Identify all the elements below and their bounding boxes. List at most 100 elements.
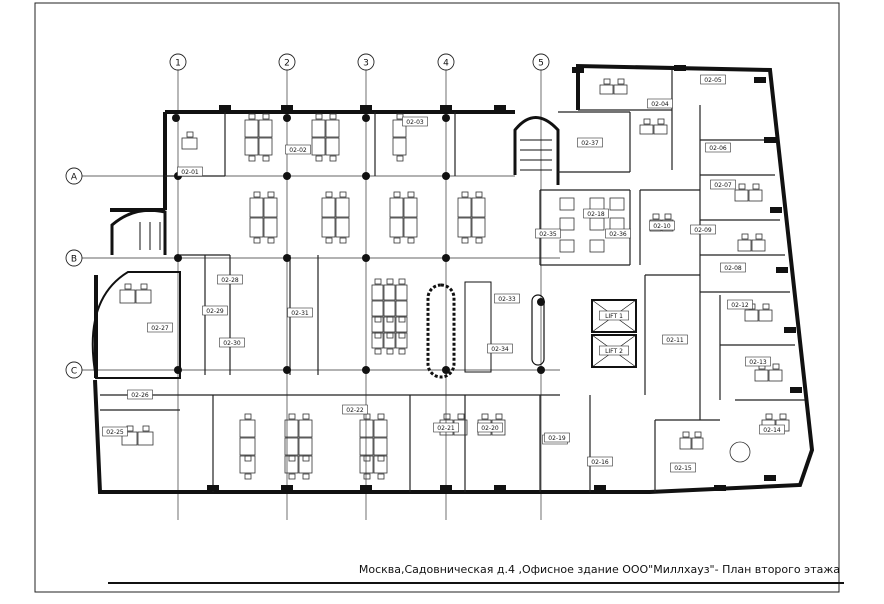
desk	[371, 300, 384, 317]
facade-pier	[776, 267, 788, 273]
room-label: 02-10	[653, 223, 671, 230]
desk	[395, 332, 408, 349]
chair	[475, 191, 483, 198]
desk	[284, 437, 299, 456]
facade-pier	[281, 105, 293, 111]
room-tag: 02-30	[219, 337, 245, 348]
desk	[371, 316, 384, 333]
room-tag: 02-35	[535, 228, 561, 239]
room-tag: 02-13	[745, 356, 771, 367]
chair	[765, 413, 773, 420]
desk	[335, 217, 350, 238]
room-tag: 02-12	[727, 299, 753, 310]
drawing-caption: Москва,Садовническая д.4 ,Офисное здание…	[358, 563, 840, 576]
facade-pier	[674, 65, 686, 71]
chair	[339, 191, 347, 198]
column	[442, 366, 450, 374]
desk	[359, 437, 374, 456]
desk	[679, 437, 692, 450]
chair	[386, 332, 394, 339]
axis-bubble-row: B	[65, 249, 83, 267]
desk	[298, 455, 313, 474]
room-tag: 02-25	[102, 426, 128, 437]
chair	[398, 278, 406, 285]
wc-cubicle	[589, 197, 605, 211]
room-tag: 02-02	[285, 144, 311, 155]
room-tag: 02-19	[544, 432, 570, 443]
desk	[383, 300, 396, 317]
column	[283, 172, 291, 180]
chair	[443, 413, 451, 420]
facade-pier	[360, 485, 372, 491]
desk	[754, 369, 769, 382]
room-tag: 02-37	[577, 137, 603, 148]
chair	[244, 455, 252, 462]
axis-label: A	[71, 173, 78, 183]
facade-pier	[572, 67, 584, 73]
chair	[140, 283, 148, 290]
chair	[262, 155, 270, 162]
room-label: 02-37	[581, 140, 599, 147]
wc-cubicle	[559, 197, 575, 211]
room-tag: 02-06	[705, 142, 731, 153]
chair	[393, 237, 401, 244]
room-tag: 02-36	[605, 228, 631, 239]
wc-cubicle	[559, 217, 575, 231]
room-tag: 02-04	[647, 98, 673, 109]
desk	[383, 332, 396, 349]
desk	[389, 217, 404, 238]
chair	[244, 473, 252, 480]
room-tag: 02-31	[287, 307, 313, 318]
partitions	[100, 70, 805, 492]
desk	[392, 119, 407, 138]
room-label: 02-02	[289, 147, 307, 154]
chair	[461, 237, 469, 244]
chair	[481, 413, 489, 420]
axis-bubble-column: 5	[532, 53, 550, 71]
chair	[603, 78, 611, 85]
wc-cubicle	[609, 197, 625, 211]
axis-bubble-column: 4	[437, 53, 455, 71]
column	[174, 254, 182, 262]
room-tag: 02-03	[402, 116, 428, 127]
desk	[599, 84, 614, 95]
chair	[682, 431, 690, 438]
desk	[371, 332, 384, 349]
room-label: 02-21	[437, 425, 455, 432]
room-tag: 02-05	[700, 74, 726, 85]
chair	[288, 455, 296, 462]
axis-label: 3	[363, 59, 369, 69]
stair-core	[110, 116, 560, 255]
lift-shafts	[591, 299, 637, 368]
room-tag: 02-08	[720, 262, 746, 273]
room-label: 02-14	[763, 427, 781, 434]
room-tag: 02-15	[670, 462, 696, 473]
desk	[311, 137, 326, 156]
chair	[772, 363, 780, 370]
chair	[288, 413, 296, 420]
chair	[386, 348, 394, 355]
room-tag: 02-22	[342, 404, 368, 415]
desk	[263, 197, 278, 218]
facade-pier	[440, 105, 452, 111]
wc-cubicle	[589, 217, 605, 231]
desk	[263, 217, 278, 238]
room-label: LIFT 2	[605, 348, 623, 355]
desk	[359, 419, 374, 438]
chair	[396, 155, 404, 162]
room-label: 02-03	[406, 119, 424, 126]
room-label: 02-34	[491, 346, 509, 353]
desk	[321, 217, 336, 238]
desk	[403, 197, 418, 218]
column	[537, 366, 545, 374]
room-label: 02-09	[694, 227, 712, 234]
axis-label: 4	[443, 59, 449, 69]
chair	[142, 425, 150, 432]
room-label: 02-31	[291, 310, 309, 317]
column	[362, 366, 370, 374]
desk	[137, 431, 154, 446]
chair	[374, 316, 382, 323]
desk	[239, 455, 256, 474]
desk	[639, 124, 654, 135]
